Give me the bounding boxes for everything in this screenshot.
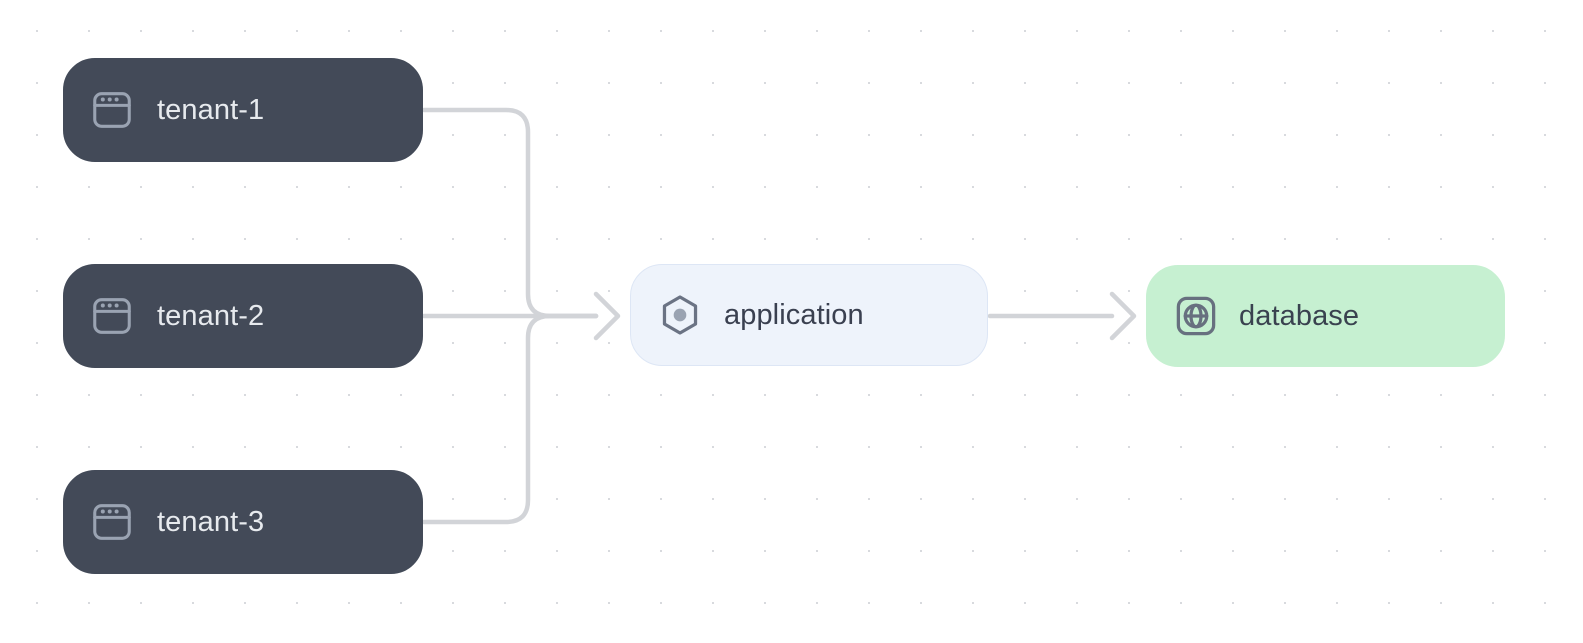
node-label: database	[1239, 299, 1360, 332]
node-application[interactable]: application	[630, 264, 988, 366]
browser-window-icon	[89, 499, 135, 545]
browser-window-icon	[89, 87, 135, 133]
node-tenant-2[interactable]: tenant-2	[63, 264, 423, 368]
node-label: application	[724, 298, 864, 331]
globe-icon	[1173, 293, 1219, 339]
node-label: tenant-1	[157, 93, 265, 126]
arrowhead-into-database	[1109, 291, 1137, 341]
hexagon-service-icon	[657, 292, 703, 338]
arrowhead-into-application	[593, 291, 621, 341]
node-tenant-3[interactable]: tenant-3	[63, 470, 423, 574]
edge-tenant-1-to-application	[421, 107, 599, 319]
node-label: tenant-2	[157, 299, 265, 332]
node-label: tenant-3	[157, 505, 265, 538]
node-tenant-1[interactable]: tenant-1	[63, 58, 423, 162]
browser-window-icon	[89, 293, 135, 339]
edge-tenant-3-to-application	[421, 313, 599, 525]
node-database[interactable]: database	[1146, 265, 1505, 367]
